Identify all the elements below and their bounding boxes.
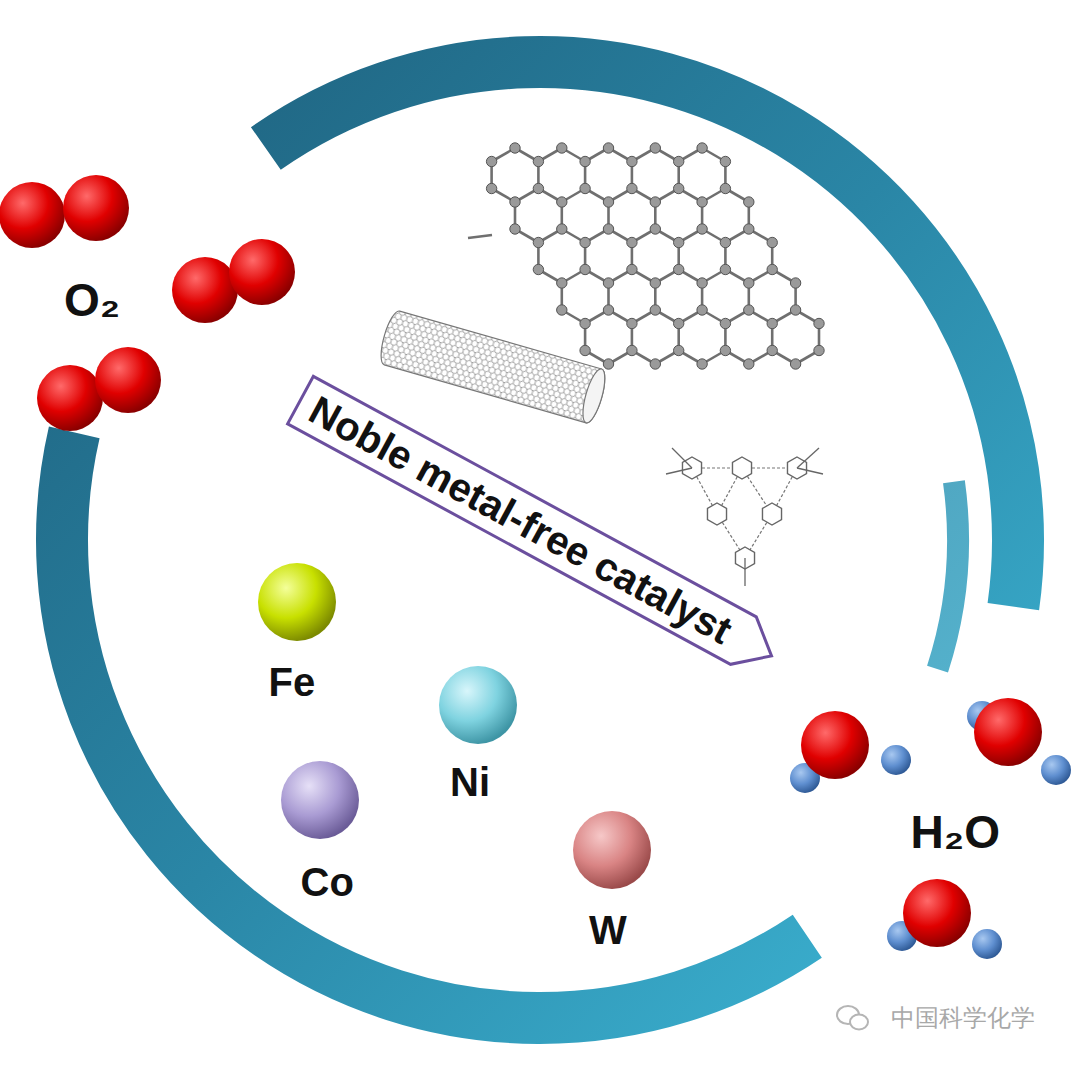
element-label: Ni xyxy=(450,760,490,804)
molecule-label: O₂ xyxy=(64,275,120,326)
carbon-nitride-structure xyxy=(666,448,823,586)
atom-spheres xyxy=(0,175,1071,959)
wechat-icon xyxy=(837,1006,868,1030)
carbon-nanotube xyxy=(377,309,610,425)
arrow-banner: Noble metal-free catalyst xyxy=(285,374,787,683)
element-label: Fe xyxy=(269,660,316,704)
element-label: W xyxy=(589,908,627,952)
banner-text: Noble metal-free catalyst xyxy=(285,374,787,683)
cycle-arcs xyxy=(62,62,1018,1018)
watermark: 中国科学化学 xyxy=(891,1005,1035,1031)
molecule-label: H₂O xyxy=(911,807,1000,858)
graphene-sheet xyxy=(468,143,824,369)
element-label: Co xyxy=(301,860,354,904)
